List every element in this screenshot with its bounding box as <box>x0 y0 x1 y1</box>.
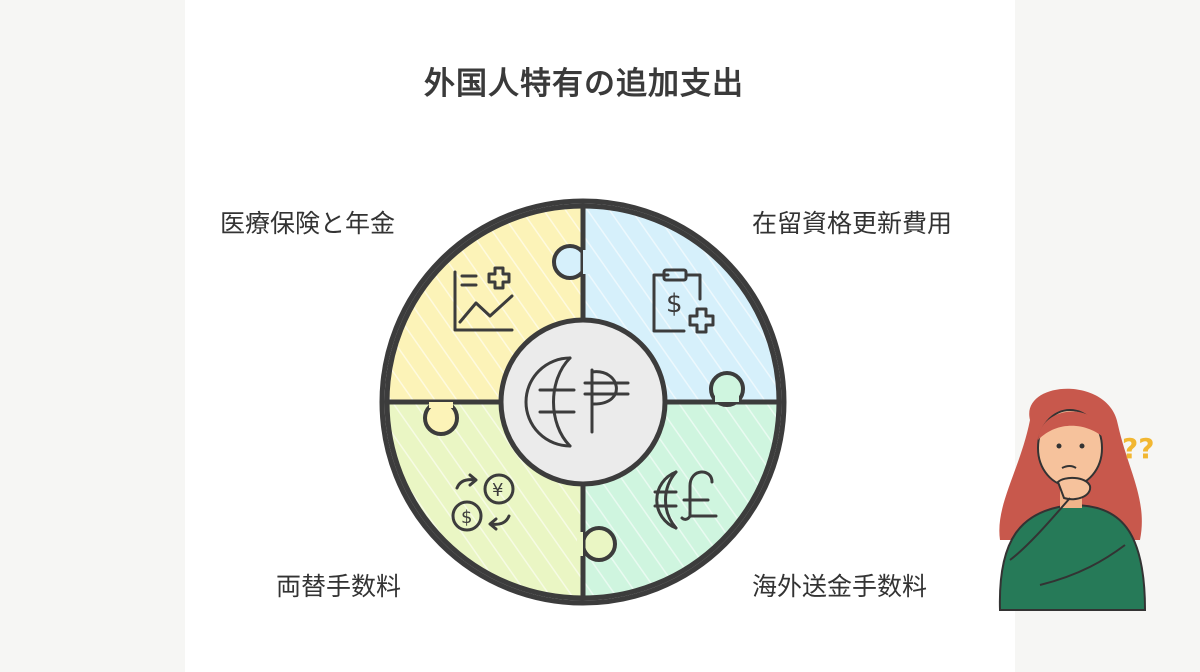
label-medical-insurance-pension: 医療保険と年金 <box>220 209 396 238</box>
woman-hand <box>1056 476 1092 501</box>
puzzle-circle-diagram: $ ¥ $ <box>379 198 787 606</box>
tab-joint-right <box>715 396 739 402</box>
label-visa-renewal-cost: 在留資格更新費用 <box>752 209 953 238</box>
tab-joint-top <box>583 250 589 274</box>
confused-woman-icon: ?? <box>998 388 1154 611</box>
woman-eye-left <box>1056 443 1062 449</box>
label-overseas-remittance-fee: 海外送金手数料 <box>752 572 928 601</box>
woman-arm-right <box>1039 544 1126 586</box>
outer-border <box>384 203 782 601</box>
svg-text:¥: ¥ <box>492 480 503 501</box>
euro-pound-icon <box>653 470 718 530</box>
question-marks: ?? <box>1122 432 1154 465</box>
chart-plus-icon <box>453 266 514 332</box>
woman-mouth <box>1061 465 1077 469</box>
tab-joint-bottom <box>577 532 583 556</box>
svg-text:$: $ <box>461 507 472 528</box>
diagram-title: 外国人特有の追加支出 <box>424 66 744 102</box>
woman-eye-right <box>1079 443 1085 449</box>
center-circle <box>498 317 668 487</box>
label-currency-exchange-fee: 両替手数料 <box>276 572 402 601</box>
woman-arm-left <box>1009 497 1071 561</box>
puzzle-tab-bottom <box>581 526 617 562</box>
svg-text:$: $ <box>666 289 683 319</box>
currency-exchange-icon: ¥ $ <box>451 473 515 532</box>
globe-currency-icon <box>524 356 630 448</box>
woman-bangs <box>1038 411 1104 440</box>
tab-joint-left <box>429 402 453 408</box>
clipboard-dollar-plus-icon: $ <box>652 268 715 334</box>
